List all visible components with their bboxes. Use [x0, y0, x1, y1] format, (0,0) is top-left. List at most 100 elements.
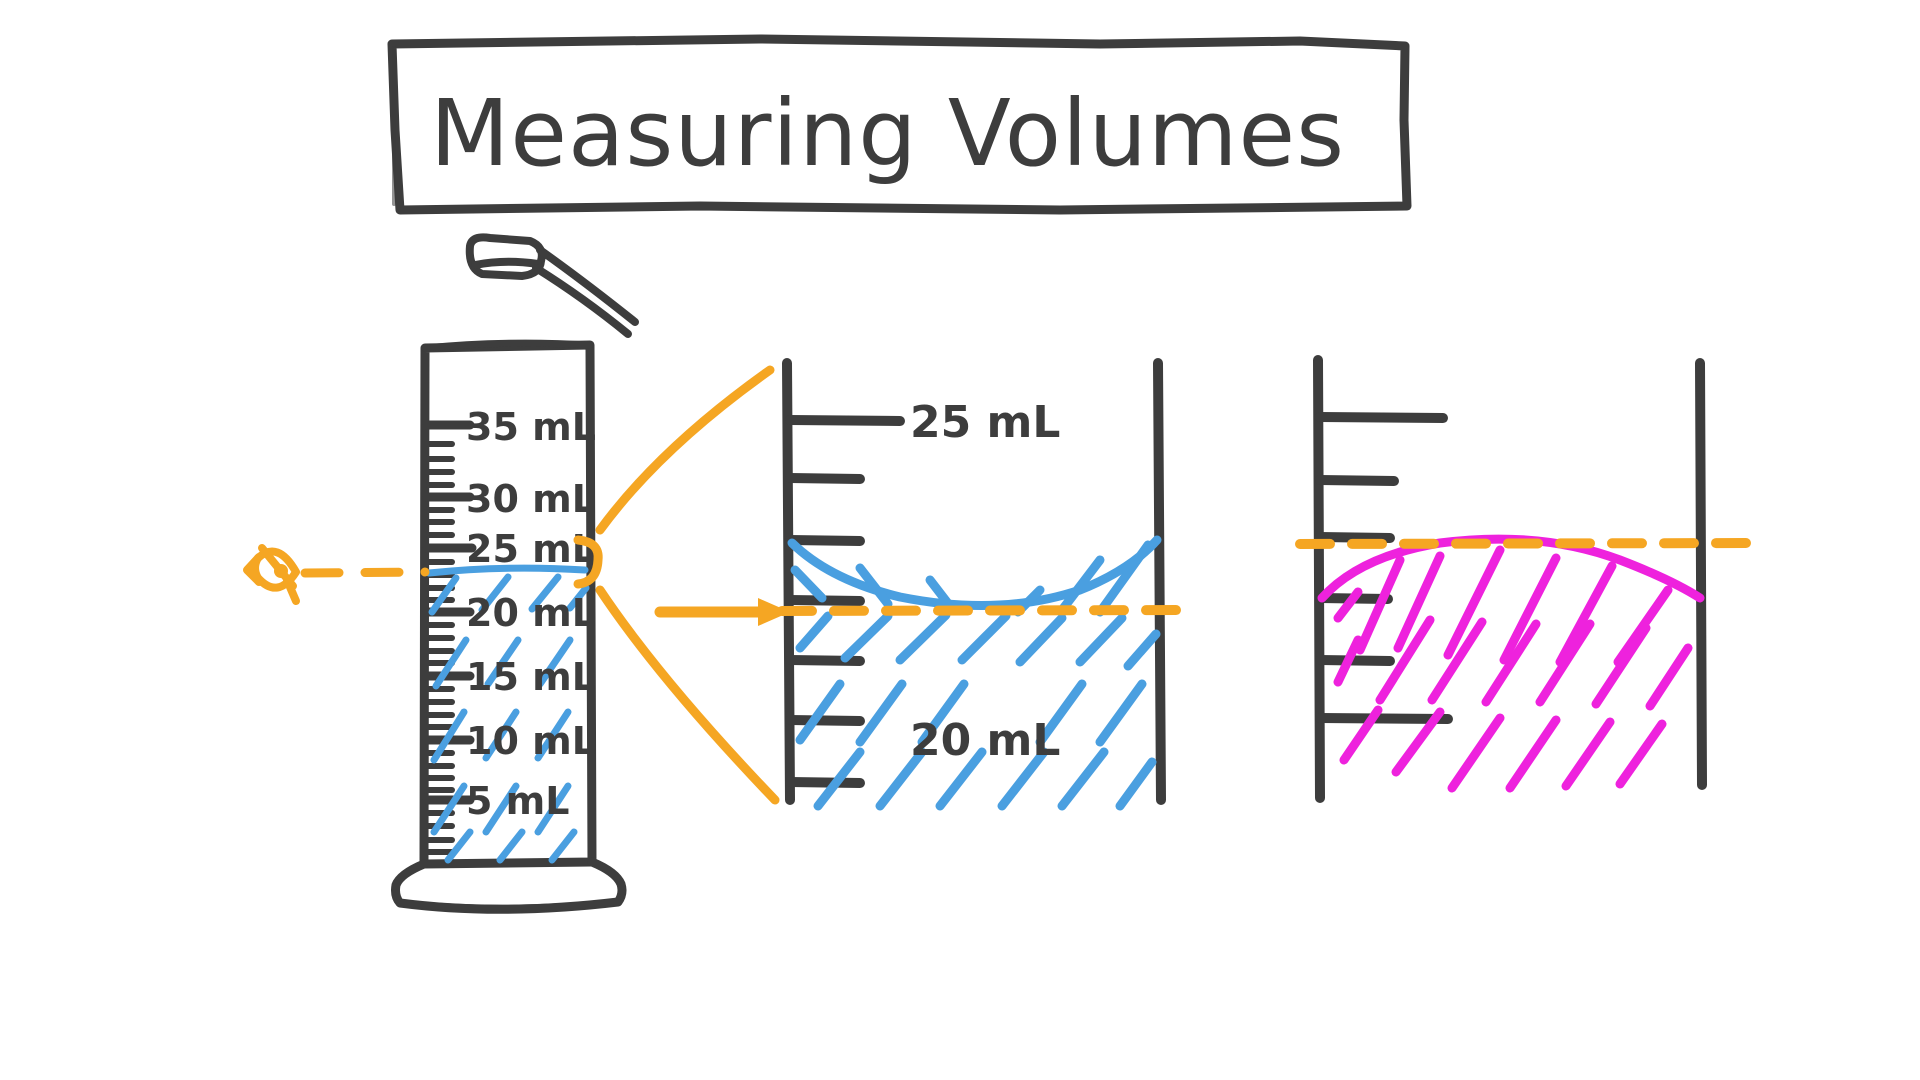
- mercury-panel-right-wall: [1695, 358, 1707, 790]
- liquid-hatch: [536, 636, 574, 688]
- mercury-panel-left-wall: [1313, 355, 1325, 803]
- cylinder-label-35: 35 mL: [466, 405, 596, 449]
- mercury-hatch: [1499, 553, 1561, 665]
- liquid-hatch: [534, 782, 572, 836]
- liquid-hatch: [482, 708, 520, 762]
- mercury-hatch: [1505, 715, 1561, 793]
- liquid-hatch: [566, 584, 590, 612]
- eye-arrow-left-icon: [243, 553, 263, 586]
- spout-upper-stroke: [536, 246, 639, 326]
- liquid-hatch: [430, 708, 468, 764]
- water-hatch: [1057, 747, 1109, 811]
- mercury-reading-line: [1295, 538, 1755, 549]
- water-panel-label-top: 25 mL: [910, 397, 1060, 448]
- water-panel-tick-minor: [785, 473, 865, 484]
- mercury-hatch: [1481, 619, 1541, 707]
- water-hatch: [1015, 613, 1067, 667]
- water-hatch: [935, 747, 987, 811]
- mercury-meniscus-panel: [1295, 355, 1755, 803]
- base-bottom-edge: [396, 898, 622, 912]
- liquid-hatch: [444, 828, 474, 864]
- water-hatch: [855, 563, 893, 609]
- eye-icon: [251, 547, 300, 592]
- liquid-hatch: [496, 828, 526, 864]
- water-hatch: [795, 679, 845, 745]
- mercury-hatch: [1391, 707, 1445, 777]
- water-hatch: [1057, 555, 1105, 615]
- eye-lash-lower: [283, 576, 300, 605]
- water-hatch: [1123, 629, 1161, 671]
- water-hatch: [855, 679, 907, 747]
- eye-sight-line: [300, 567, 430, 578]
- mercury-hatch: [1645, 643, 1693, 711]
- mercury-hatch: [1427, 617, 1487, 705]
- cylinder-label-20: 20 mL: [466, 591, 596, 635]
- water-panel-left-wall: [782, 358, 795, 805]
- spout-ellipse-top: [465, 233, 546, 280]
- cylinder-liquid: [425, 564, 590, 864]
- mercury-hatch: [1535, 619, 1595, 707]
- water-hatch: [1075, 613, 1127, 667]
- mercury-panel-tick: [1315, 475, 1399, 486]
- water-hatch: [790, 565, 827, 603]
- mercury-hatch: [1615, 719, 1667, 789]
- cylinder-label-15: 15 mL: [466, 655, 596, 699]
- cylinder-label-5: 5 mL: [466, 779, 569, 823]
- mercury-hatch: [1443, 545, 1505, 660]
- cylinder-rim: [421, 339, 594, 352]
- liquid-hatch: [534, 708, 572, 762]
- water-hatch: [1035, 679, 1087, 747]
- water-panel-tick-minor: [785, 535, 865, 546]
- water-panel-tick-minor: [785, 777, 865, 788]
- eye-level-indicator: [243, 544, 430, 605]
- callout-arrow-head-icon: [758, 598, 790, 626]
- magnifier-callout: [573, 365, 790, 805]
- mercury-hatch: [1561, 717, 1615, 791]
- liquid-hatch: [484, 636, 522, 688]
- spout-inner-line: [471, 257, 542, 269]
- liquid-hatch: [482, 782, 520, 836]
- cylinder-label-30: 30 mL: [466, 477, 596, 521]
- water-panel-tick-minor: [785, 655, 865, 666]
- liquid-hatch: [528, 573, 562, 613]
- callout-line-lower: [595, 585, 780, 805]
- liquid-hatch: [428, 574, 460, 616]
- water-panel-tick-25: [785, 415, 905, 426]
- spout-lower-stroke: [532, 264, 632, 338]
- mercury-hatch: [1333, 587, 1363, 623]
- callout-bracket: [573, 535, 603, 589]
- water-hatch: [813, 747, 865, 811]
- water-hatch: [925, 575, 955, 611]
- mercury-hatch: [1555, 561, 1617, 667]
- liquid-hatch: [548, 828, 578, 864]
- title-group: Measuring Volumes: [387, 34, 1412, 215]
- mercury-panel-tick: [1315, 532, 1395, 543]
- water-hatch: [795, 611, 833, 653]
- mercury-panel-tick: [1315, 412, 1448, 423]
- title-box: [387, 34, 1412, 215]
- water-panel-label-bottom: 20 mL: [910, 715, 1060, 766]
- mercury-panel-tick: [1315, 655, 1395, 666]
- mercury-hatch: [1339, 705, 1383, 765]
- cylinder-spout: [465, 233, 639, 338]
- water-panel-tick-minor: [785, 715, 865, 726]
- mercury-hatch: [1591, 623, 1651, 709]
- mercury-panel-tick: [1315, 713, 1453, 724]
- water-hatch: [1115, 757, 1157, 811]
- liquid-hatch: [430, 782, 468, 836]
- graduated-cylinder: 35 mL 30 mL 25 mL 20 mL 15 mL 10 mL 5 mL: [391, 233, 639, 914]
- water-hatch: [917, 679, 969, 747]
- water-panel-right-wall: [1153, 358, 1166, 805]
- mercury-hatch: [1333, 635, 1363, 687]
- mercury-hatch: [1393, 551, 1445, 653]
- water-hatch: [1095, 540, 1153, 617]
- mercury-hatch: [1375, 615, 1435, 705]
- cylinder-base: [391, 857, 627, 914]
- water-meniscus-curve: [787, 535, 1162, 611]
- callout-line-upper: [595, 365, 775, 535]
- water-hatch: [1095, 679, 1147, 747]
- water-hatch: [875, 747, 927, 811]
- liquid-hatch: [478, 573, 512, 614]
